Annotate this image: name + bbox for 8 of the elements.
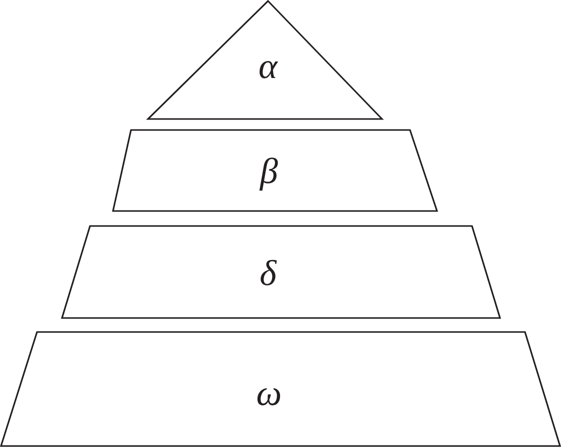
level-label: δ: [260, 255, 276, 291]
pyramid-tier: [0, 331, 561, 447]
level-label: ω: [256, 375, 282, 411]
pyramid-tier: [61, 225, 501, 319]
pyramid-apex: [147, 0, 383, 120]
pyramid-tier: [112, 129, 438, 212]
level-label: α: [258, 48, 278, 84]
level-label: β: [260, 153, 278, 189]
